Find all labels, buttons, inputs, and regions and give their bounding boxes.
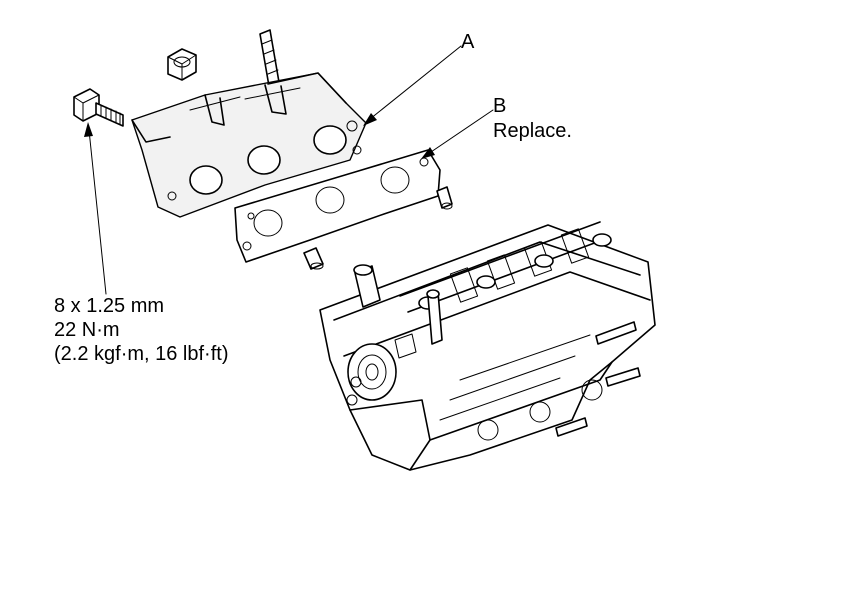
torque-spec: 8 x 1.25 mm 22 N·m (2.2 kgf·m, 16 lbf·ft…: [54, 294, 229, 366]
torque-spec-alt-units: (2.2 kgf·m, 16 lbf·ft): [54, 343, 229, 365]
callout-b-label: B: [493, 95, 507, 117]
flange-bolt: [73, 88, 124, 127]
intake-manifold: [131, 72, 367, 218]
cam-pulley-end: [346, 343, 397, 406]
head-stud: [426, 289, 443, 345]
flange-nut: [167, 48, 197, 81]
callout-a-label: A: [461, 31, 475, 53]
cylinder-head: [319, 221, 656, 471]
leader-line-a: [363, 45, 462, 126]
callout-b-note: Replace.: [493, 120, 572, 142]
leader-line-b: [421, 109, 494, 159]
dowel-pin-lower: [303, 247, 324, 270]
manifold-gasket: [234, 149, 441, 263]
torque-spec-size: 8 x 1.25 mm: [54, 295, 165, 317]
head-stud: [353, 264, 381, 308]
torque-spec-nm: 22 N·m: [54, 319, 120, 341]
leader-line-bolt: [84, 122, 107, 295]
dowel-pin-upper: [436, 186, 453, 210]
